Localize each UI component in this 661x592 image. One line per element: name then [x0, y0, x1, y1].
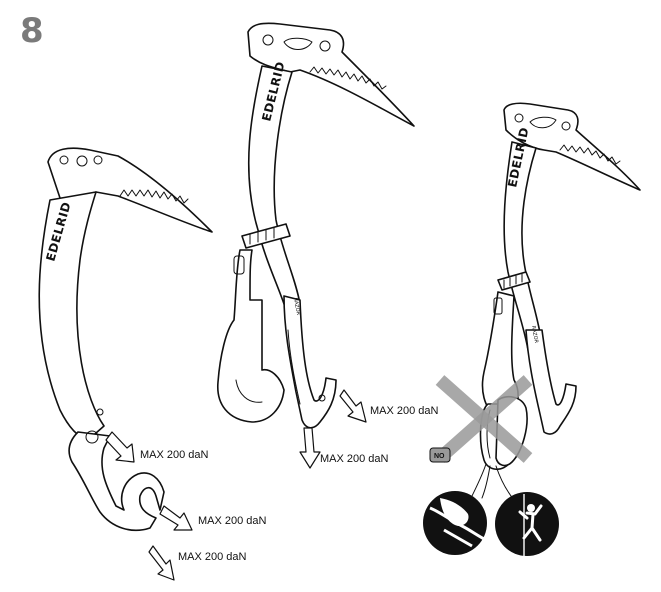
load-arrow-left-1: [105, 431, 135, 463]
step-number: 8: [20, 11, 44, 51]
handle-label-right: RAZOR: [530, 325, 539, 344]
crossed-out-mark: [435, 375, 533, 463]
load-label-middle-1: MAX 200 daN: [370, 405, 439, 417]
load-arrow-middle-1: [339, 389, 367, 423]
no-badge: NO: [429, 447, 451, 463]
ice-axe-middle: EDELRID RAZOR: [217, 22, 415, 429]
load-label-middle-2: MAX 200 daN: [320, 453, 389, 465]
load-label-left-3: MAX 200 daN: [178, 551, 247, 563]
load-arrow-middle-2: [299, 427, 321, 469]
load-label-left-1: MAX 200 daN: [140, 449, 209, 461]
climber-pictogram: [495, 492, 559, 556]
handle-label-middle: RAZOR: [292, 297, 301, 316]
load-label-left-2: MAX 200 daN: [198, 515, 267, 527]
no-badge-label: NO: [434, 453, 445, 460]
ice-axe-right: EDELRID RAZOR: [469, 102, 641, 501]
rope-hand-pictogram: [423, 491, 487, 555]
load-arrow-left-2: [159, 505, 193, 531]
load-arrow-left-3: [148, 545, 175, 581]
ice-axe-left: EDELRID: [38, 147, 213, 532]
